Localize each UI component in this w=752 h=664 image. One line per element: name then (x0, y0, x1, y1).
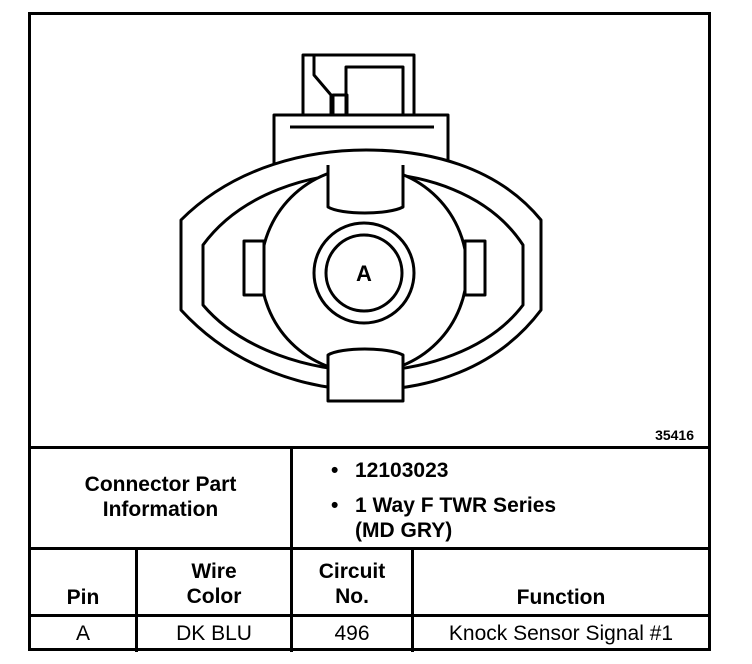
info-divider (31, 547, 708, 550)
column-header-circuit-no: Circuit No. (318, 560, 386, 608)
pin-cavity-outer (312, 221, 416, 325)
connector-info-header: Connector Part Information (84, 473, 237, 521)
connector-face-drawing: A (179, 53, 543, 403)
bottom-key (326, 347, 405, 403)
bullet-icon: • (331, 459, 339, 482)
pin-label: A (356, 261, 372, 286)
top-key (326, 165, 405, 215)
latch-outer (301, 53, 416, 117)
column-header-wire-color: Wire Color (186, 560, 242, 608)
cell-circuit-no: 496 (334, 622, 370, 645)
cell-function: Knock Sensor Signal #1 (448, 622, 674, 645)
diagram-divider (31, 446, 708, 449)
column-divider-info (290, 448, 293, 652)
cell-pin: A (75, 622, 90, 645)
bullet-icon: • (331, 494, 339, 517)
connector-series: 1 Way F TWR Series (MD GRY) (355, 494, 557, 542)
left-key (242, 239, 266, 297)
latch-tab (312, 55, 333, 115)
pin-cavity-inner (324, 233, 404, 313)
column-divider-1 (135, 549, 138, 652)
figure-number: 35416 (655, 427, 694, 443)
column-header-function: Function (516, 586, 606, 609)
header-divider (31, 614, 708, 617)
cell-wire-color: DK BLU (176, 622, 252, 645)
column-header-pin: Pin (66, 586, 100, 609)
right-key (463, 239, 487, 297)
connector-frame: A 35416 Connector Part Information • 121… (28, 12, 711, 652)
column-divider-3 (411, 549, 414, 652)
connector-part-number: 12103023 (355, 459, 449, 482)
